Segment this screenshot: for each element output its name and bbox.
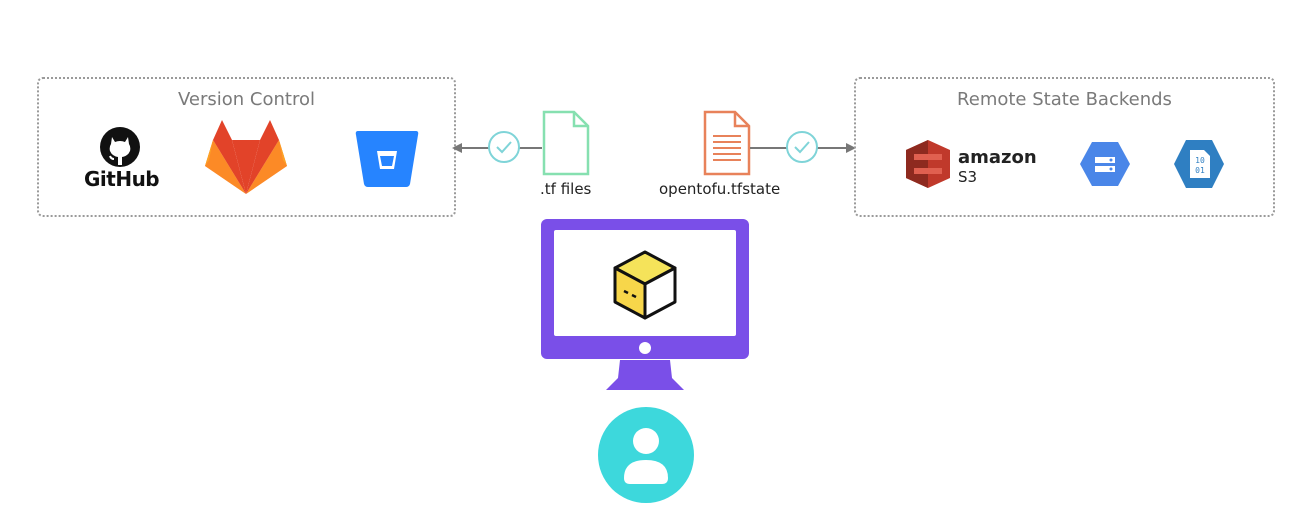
tfstate-label: opentofu.tfstate [659,180,781,198]
github-icon [100,127,140,167]
github-label: GitHub [84,167,160,191]
s3-label: S3 [958,168,978,186]
remote-state-title: Remote State Backends [957,89,1172,110]
gitlab-icon [205,120,287,194]
remote-state-group: Remote State Backends [854,77,1275,217]
amazon-s3-icon [906,140,950,188]
tfstate-file-icon [703,110,751,176]
check-icon-tf [488,131,520,163]
svg-text:10: 10 [1195,156,1205,165]
tf-file-icon [542,110,590,176]
google-cloud-storage-icon [1080,142,1130,186]
azure-blob-storage-icon: 10 01 [1174,140,1224,188]
user-avatar-icon [598,407,694,503]
svg-text:01: 01 [1195,166,1205,175]
opentofu-logo-icon [613,250,677,320]
amazon-label: amazon [958,147,1037,168]
check-icon-tfstate [786,131,818,163]
version-control-title: Version Control [178,89,315,110]
bitbucket-icon [355,131,419,187]
tf-files-label: .tf files [540,180,592,198]
